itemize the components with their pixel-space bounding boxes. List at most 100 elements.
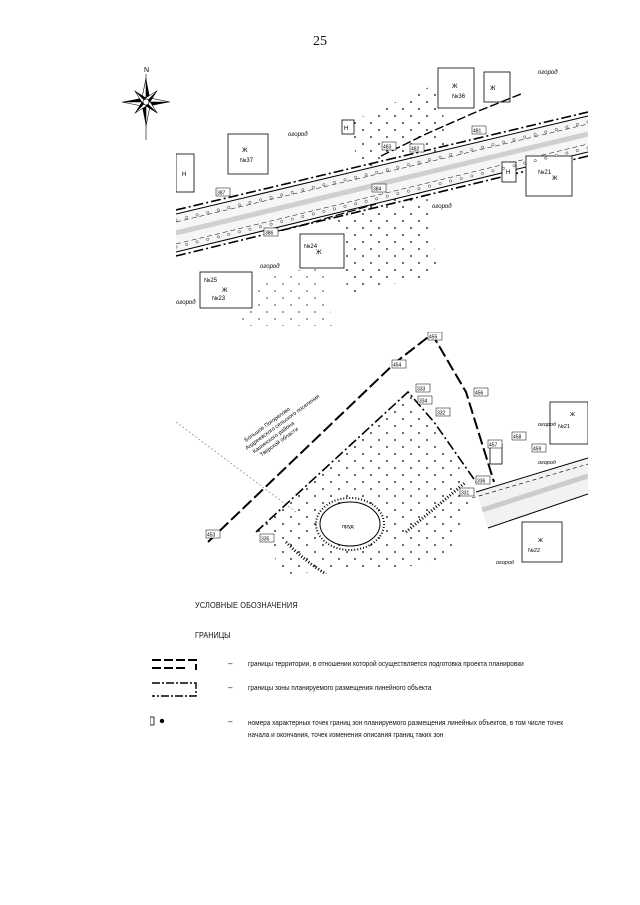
point-number-symbol — [150, 716, 165, 726]
road-marker — [491, 169, 495, 173]
label-zh: Ж — [538, 538, 543, 544]
road-marker — [554, 128, 558, 131]
building — [299, 233, 345, 269]
road-marker — [227, 206, 231, 209]
label-pond: пруд — [342, 524, 355, 530]
label-zh: Ж — [452, 84, 458, 90]
zone-boundary — [380, 93, 522, 157]
label-ogorod: огород — [176, 300, 196, 306]
label-house: №21 — [538, 169, 552, 176]
point-number: 334 — [419, 399, 428, 405]
road-marker — [459, 150, 463, 154]
legend-text: границы территории, в отношении которой … — [248, 659, 524, 668]
road-marker — [385, 194, 389, 198]
legend-subtitle: ГРАНИЦЫ — [195, 630, 231, 640]
zone-boundary-symbol — [152, 682, 197, 697]
point-number: 459 — [533, 447, 542, 453]
label-zh: Ж — [570, 412, 575, 418]
road-marker — [449, 179, 453, 183]
legend-text: границы зоны планируемого размещения лин… — [248, 683, 432, 692]
road-marker — [237, 230, 241, 234]
building — [176, 153, 195, 193]
road-corridor — [471, 457, 588, 529]
garden-zone — [236, 264, 332, 326]
building — [341, 119, 355, 135]
label-ogorod: огород — [432, 204, 452, 210]
label-h: Н — [344, 126, 348, 132]
point-number: 456 — [475, 391, 484, 397]
road-marker — [259, 198, 262, 202]
road-marker — [176, 218, 178, 222]
road-marker — [216, 208, 220, 212]
road-marker — [206, 237, 210, 241]
road-marker — [375, 170, 379, 174]
legend-item-zone: – границы зоны планируемого размещения л… — [150, 680, 590, 700]
road-marker — [449, 153, 453, 157]
north-label: N — [144, 67, 149, 74]
label-zh: Ж — [242, 148, 248, 154]
road-marker — [343, 178, 347, 182]
building — [199, 271, 253, 309]
road-marker — [237, 203, 241, 207]
label-h: Н — [182, 172, 186, 178]
point-number: 384 — [373, 187, 382, 193]
page-number: 25 — [313, 34, 327, 49]
building — [227, 133, 269, 175]
road-marker — [533, 133, 537, 136]
road-marker — [438, 182, 442, 185]
embankment — [405, 480, 467, 534]
road-marker — [576, 149, 579, 152]
point-number: 482 — [411, 147, 420, 153]
legend-title: УСЛОВНЫЕ ОБОЗНАЧЕНИЯ — [195, 600, 298, 610]
label-house: №24 — [304, 243, 318, 250]
road-marker — [290, 217, 294, 221]
building — [501, 161, 517, 183]
label-zh: Ж — [316, 250, 322, 256]
label-ogorod: огород — [288, 132, 308, 138]
territory-boundary-symbol — [152, 659, 197, 670]
pond — [315, 497, 385, 551]
road-marker — [311, 185, 315, 189]
point-number: 457 — [489, 443, 498, 449]
road-marker — [459, 177, 463, 180]
road-marker — [480, 145, 484, 149]
road-marker — [438, 155, 442, 159]
legend-item-points: – номера характерных точек границ зон пл… — [150, 714, 590, 746]
road-marker — [523, 161, 527, 165]
label-ogorod: огород — [496, 560, 514, 566]
map-fragment-1: огород огород огород огород огород Ж Ж Ж… — [176, 64, 588, 326]
road-marker — [216, 235, 220, 239]
road-marker — [554, 154, 558, 158]
road-marker — [385, 168, 389, 172]
road-marker — [343, 204, 347, 208]
map-fragment-2: Большое Погорелово Андреевского сельског… — [176, 332, 588, 574]
road-marker — [354, 175, 357, 179]
road-marker — [333, 180, 336, 184]
road-marker — [311, 212, 315, 216]
legend-item-territory: – границы территории, в отношении которо… — [150, 656, 590, 676]
road-marker — [417, 160, 421, 164]
label-house: №36 — [452, 93, 466, 100]
road-marker — [248, 227, 252, 231]
label-ogorod: огород — [538, 460, 556, 466]
point-number: 483 — [383, 145, 392, 151]
point-number: 331 — [461, 491, 470, 497]
road-marker — [586, 146, 588, 150]
garden-zone — [256, 392, 476, 574]
road-marker — [280, 220, 284, 224]
point-number: 453 — [207, 533, 216, 539]
road-marker — [354, 202, 357, 206]
label-house: №23 — [212, 295, 226, 302]
road-marker — [364, 173, 368, 177]
garden-zone — [336, 189, 438, 294]
road-marker — [417, 187, 421, 191]
road-marker — [301, 215, 305, 218]
road-marker — [512, 138, 516, 141]
road-marker — [470, 174, 474, 178]
point-number: 333 — [417, 387, 426, 393]
compass-rose: N — [118, 64, 174, 144]
label-ogorod: огород — [538, 70, 558, 76]
point-number: 336 — [477, 479, 486, 485]
road-marker — [185, 216, 188, 219]
road-marker — [502, 166, 505, 170]
